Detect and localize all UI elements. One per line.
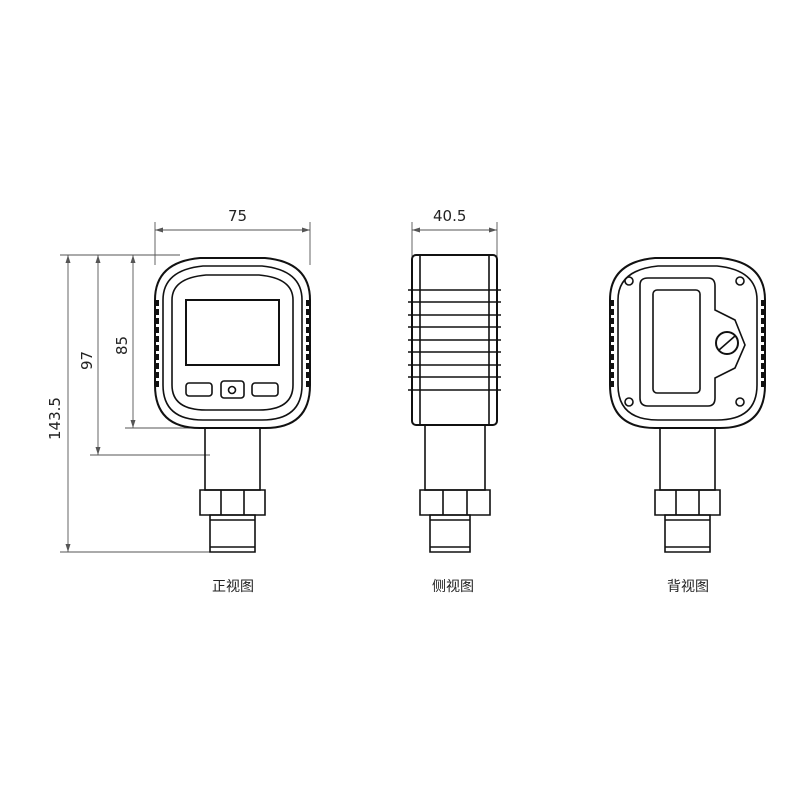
back-view [609,257,766,553]
dim-body-height: 85 [113,336,131,355]
side-view [408,254,501,553]
front-view [154,257,311,553]
front-view-label: 正视图 [212,579,254,595]
dimension-arrows [65,227,497,552]
side-view-label: 侧视图 [432,579,474,595]
dimension-lines [60,222,498,553]
dim-height-97: 97 [78,351,96,370]
dim-total-height: 143.5 [46,397,64,440]
back-view-label: 背视图 [667,579,709,595]
dim-depth: 40.5 [433,207,466,225]
dim-width: 75 [228,207,247,225]
